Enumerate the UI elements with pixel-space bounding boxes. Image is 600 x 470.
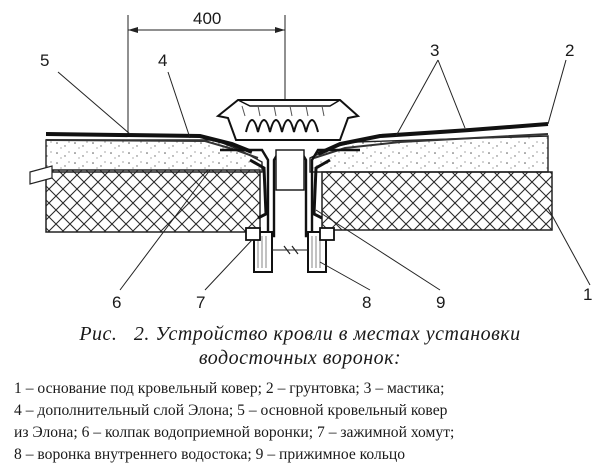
callout-4: 4	[158, 51, 167, 70]
dimension-label: 400	[193, 9, 221, 28]
caption-prefix: Рис.	[79, 323, 118, 345]
figure-caption: Рис. 2. Устройство кровли в местах устан…	[0, 322, 600, 370]
callout-7: 7	[196, 293, 205, 312]
callout-3: 3	[430, 41, 439, 60]
callout-9: 9	[436, 293, 445, 312]
drain-cap	[215, 99, 361, 141]
callout-1: 1	[583, 285, 592, 304]
callout-numbers: 5 4 3 2 6 7 8 9 1	[40, 41, 592, 312]
callout-5: 5	[40, 51, 49, 70]
legend-line: из Элона; 6 – колпак водоприемной воронк…	[14, 424, 455, 441]
legend-line: 4 – дополнительный слой Элона; 5 – основ…	[14, 402, 448, 419]
callout-6: 6	[112, 293, 121, 312]
clamp-rings	[245, 158, 335, 241]
caption-line-1: Рис. 2. Устройство кровли в местах устан…	[0, 322, 600, 346]
insulation-layer	[45, 169, 553, 233]
drain-funnel	[220, 148, 360, 273]
roofing-membrane	[45, 122, 549, 159]
legend-line: 1 – основание под кровельный ковер; 2 – …	[14, 380, 445, 397]
caption-title-2: водосточных воронок:	[198, 347, 402, 369]
screed-layer	[29, 135, 549, 185]
legend-line: 8 – воронка внутреннего водостока; 9 – п…	[14, 446, 406, 463]
callout-leaders	[57, 59, 591, 291]
caption-title-1: Устройство кровли в местах установки	[155, 323, 521, 345]
figure-legend: 1 – основание под кровельный ковер; 2 – …	[14, 378, 590, 466]
caption-number: 2.	[133, 323, 150, 345]
callout-2: 2	[565, 41, 574, 60]
callout-8: 8	[362, 293, 371, 312]
dimension-400: 400	[127, 9, 286, 136]
